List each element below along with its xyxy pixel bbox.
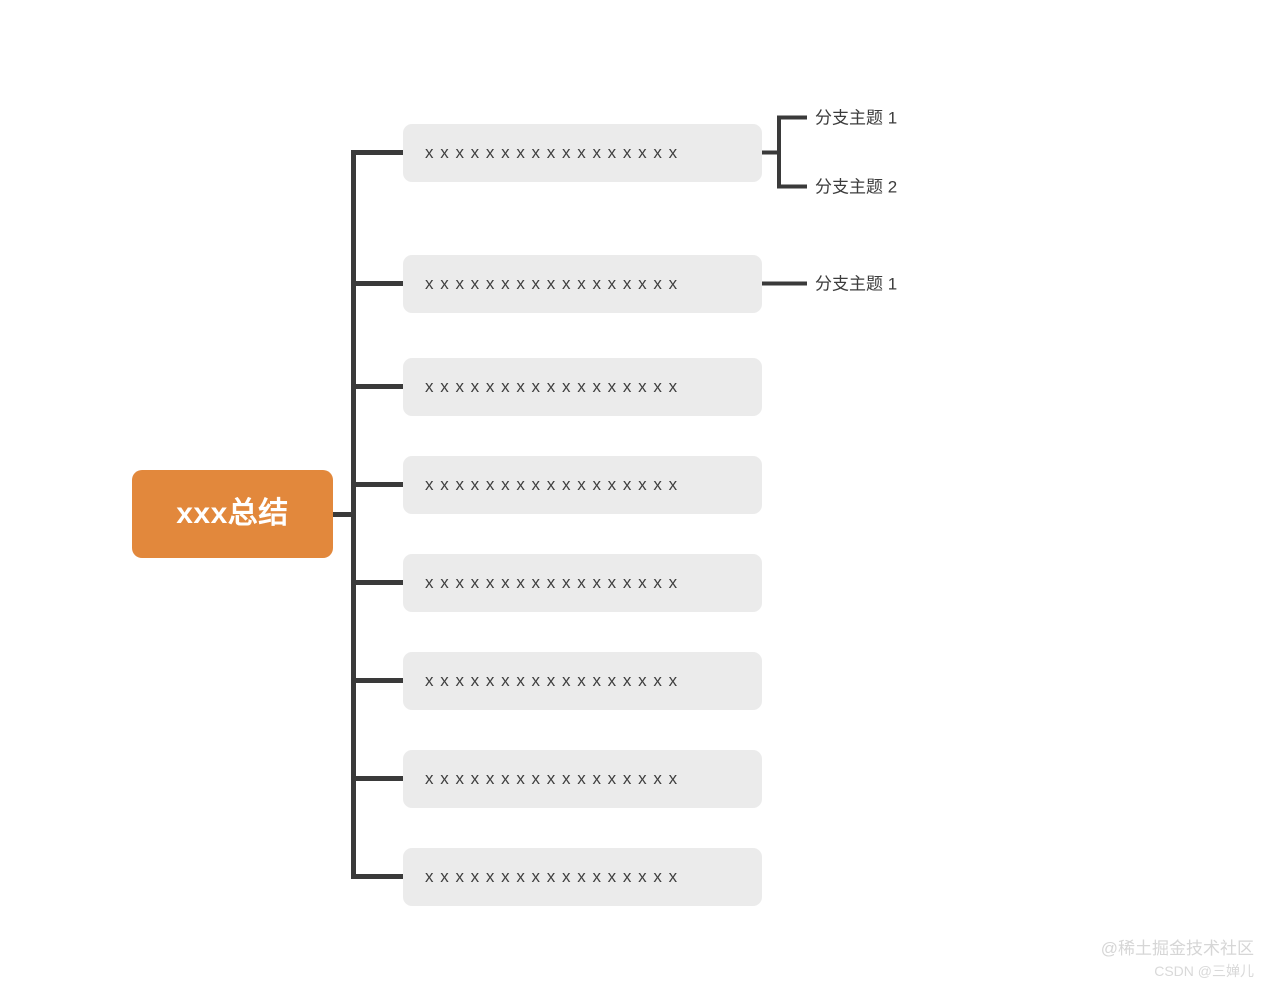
sub-topic-label-2a[interactable]: 分支主题 1 <box>815 274 898 294</box>
branch-node-label-1: x x x x x x x x x x x x x x x x x <box>425 143 679 162</box>
root-node-label: xxx总结 <box>176 497 289 530</box>
branch-node-label-2: x x x x x x x x x x x x x x x x x <box>425 274 679 293</box>
branch-node-8[interactable]: x x x x x x x x x x x x x x x x x <box>403 847 762 906</box>
branch-node-label-3: x x x x x x x x x x x x x x x x x <box>425 377 679 396</box>
branch-node-5[interactable]: x x x x x x x x x x x x x x x x x <box>403 553 762 612</box>
watermark-community: @稀土掘金技术社区 <box>1100 939 1254 958</box>
branch-node-4[interactable]: x x x x x x x x x x x x x x x x x <box>403 455 762 514</box>
branch-node-label-5: x x x x x x x x x x x x x x x x x <box>425 573 679 592</box>
branch-node-1[interactable]: x x x x x x x x x x x x x x x x x <box>403 123 762 182</box>
branch-node-label-4: x x x x x x x x x x x x x x x x x <box>425 475 679 494</box>
sub-topic-label-1a[interactable]: 分支主题 1 <box>815 108 898 128</box>
branch-node-2[interactable]: x x x x x x x x x x x x x x x x x <box>403 254 762 313</box>
branch-node-label-6: x x x x x x x x x x x x x x x x x <box>425 671 679 690</box>
watermark-author: CSDN @三婵儿 <box>1154 963 1254 979</box>
branch-node-label-7: x x x x x x x x x x x x x x x x x <box>425 769 679 788</box>
branch-node-3[interactable]: x x x x x x x x x x x x x x x x x <box>403 357 762 416</box>
branch-node-6[interactable]: x x x x x x x x x x x x x x x x x <box>403 651 762 710</box>
sub-topic-label-1b[interactable]: 分支主题 2 <box>815 177 898 197</box>
root-node[interactable]: xxx总结 <box>132 470 333 558</box>
branch-node-7[interactable]: x x x x x x x x x x x x x x x x x <box>403 749 762 808</box>
branch-node-label-8: x x x x x x x x x x x x x x x x x <box>425 867 679 886</box>
